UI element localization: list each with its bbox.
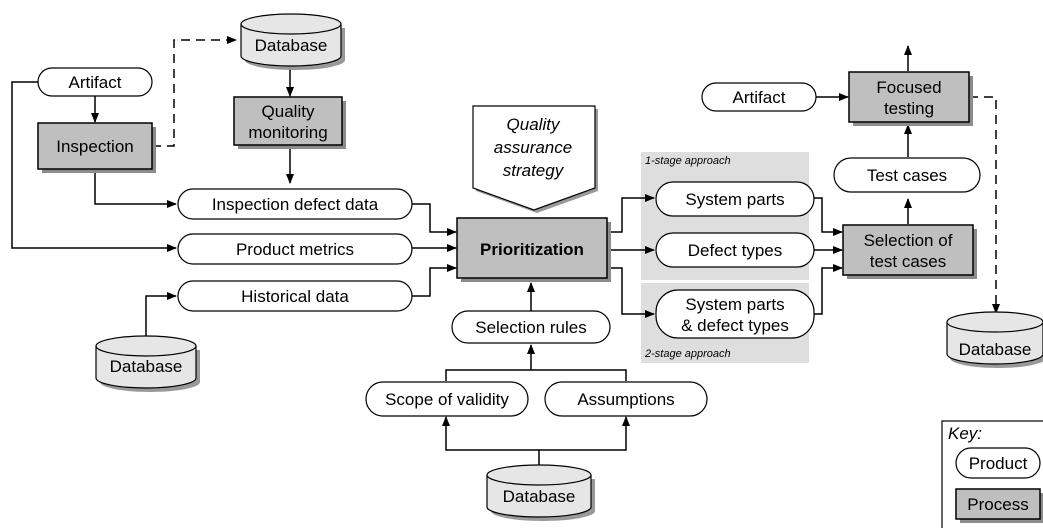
database-right-label: Database	[959, 340, 1032, 359]
strategy-line1: Quality	[507, 115, 561, 134]
key-product-swatch	[955, 447, 1041, 479]
edge-database-to-scope	[442, 416, 540, 470]
database-left-label: Database	[110, 357, 183, 376]
one-stage-approach-label: 1-stage approach	[645, 155, 731, 167]
database-right: Database	[946, 311, 1043, 368]
product-test-cases-label: Test cases	[867, 166, 947, 185]
strategy-line3: strategy	[503, 161, 565, 180]
key-process-swatch	[955, 488, 1041, 520]
process-selection-of-test-cases: Selection of test cases	[842, 224, 977, 279]
process-quality-monitoring-line1: Quality	[262, 102, 315, 121]
edge-artifact-to-product-metrics	[11, 81, 177, 252]
product-inspection-defect-data-label: Inspection defect data	[212, 195, 379, 214]
product-defect-types-label: Defect types	[688, 241, 783, 260]
database-top-label: Database	[255, 36, 328, 55]
product-product-metrics-label: Product metrics	[236, 240, 354, 259]
product-selection-rules-label: Selection rules	[475, 318, 587, 337]
product-selection-rules: Selection rules	[451, 310, 611, 344]
product-system-parts-label: System parts	[685, 190, 784, 209]
product-system-parts-and-defect-types: System parts & defect types	[655, 289, 815, 339]
database-bottom-label: Database	[503, 487, 576, 506]
process-focused-testing-line2: testing	[884, 99, 934, 118]
process-prioritization: Prioritization	[456, 217, 611, 282]
product-artifact-right: Artifact	[701, 82, 817, 112]
edge-prioritization-to-system-parts	[607, 194, 655, 233]
product-historical-data-label: Historical data	[241, 287, 349, 306]
key-legend: Key: Product Process	[941, 420, 1043, 528]
product-both-line2: & defect types	[681, 316, 789, 335]
product-system-parts: System parts	[655, 181, 815, 217]
edge-system-parts-to-selection	[814, 197, 843, 236]
product-assumptions: Assumptions	[544, 381, 708, 417]
product-both-line1: System parts	[685, 295, 784, 314]
process-quality-monitoring-line2: monitoring	[248, 123, 327, 142]
edge-inspection-to-database	[152, 36, 237, 147]
key-title: Key:	[948, 424, 982, 443]
process-prioritization-label: Prioritization	[480, 240, 584, 259]
database-top: Database	[240, 13, 345, 70]
edge-database-to-historical-data	[145, 292, 177, 340]
database-left: Database	[95, 335, 200, 392]
edge-inspection-to-defect-data	[94, 168, 177, 208]
key-process-label: Process	[967, 495, 1028, 514]
product-defect-types: Defect types	[655, 232, 815, 268]
edge-scope-assumptions-join	[445, 369, 627, 381]
edge-both-to-selection	[814, 264, 843, 315]
product-assumptions-label: Assumptions	[577, 390, 674, 409]
product-scope-of-validity-label: Scope of validity	[385, 390, 509, 409]
two-stage-approach-label: 2-stage approach	[644, 348, 731, 360]
product-historical-data: Historical data	[177, 280, 413, 312]
process-focused-testing: Focused testing	[848, 71, 973, 126]
product-test-cases: Test cases	[833, 157, 981, 193]
process-inspection: Inspection	[37, 122, 156, 173]
product-inspection-defect-data: Inspection defect data	[177, 188, 413, 220]
process-selection-line1: Selection of	[864, 231, 953, 250]
edge-focused-testing-to-database	[969, 96, 1000, 314]
key-product-label: Product	[969, 454, 1028, 473]
edge-historical-data-to-prioritization	[412, 264, 457, 297]
process-inspection-label: Inspection	[56, 137, 134, 156]
database-bottom: Database	[486, 464, 595, 521]
edge-database-to-assumptions	[539, 416, 630, 451]
strategy-line2: assurance	[494, 138, 572, 157]
edge-defect-data-to-prioritization	[412, 203, 457, 236]
product-scope-of-validity: Scope of validity	[365, 381, 529, 417]
edge-prioritization-to-both	[607, 267, 655, 318]
process-quality-monitoring: Quality monitoring	[233, 96, 346, 149]
process-selection-line2: test cases	[870, 252, 947, 271]
quality-assurance-strategy: Quality assurance strategy	[472, 105, 598, 213]
product-artifact-right-label: Artifact	[733, 88, 786, 107]
product-artifact-left: Artifact	[37, 67, 153, 97]
process-focused-testing-line1: Focused	[876, 78, 941, 97]
product-product-metrics: Product metrics	[177, 233, 413, 265]
product-artifact-left-label: Artifact	[69, 73, 122, 92]
